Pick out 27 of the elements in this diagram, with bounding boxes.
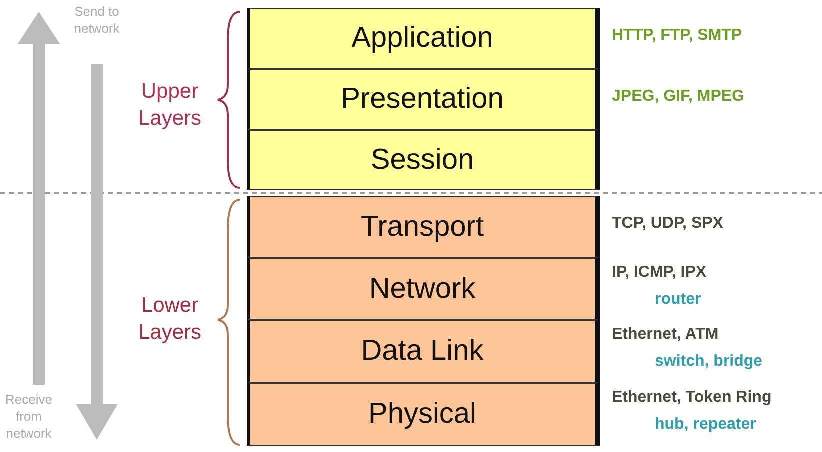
- protocol-list: IP, ICMP, IPX: [612, 264, 707, 282]
- layer-name: Data Link: [361, 335, 484, 368]
- layer-name: Physical: [368, 398, 476, 431]
- group-label: Upper Layers: [137, 79, 203, 132]
- layer-box: [247, 8, 600, 69]
- layer-name: Session: [370, 144, 474, 176]
- protocol-list: TCP, UDP, SPX: [612, 215, 724, 233]
- protocol-list: HTTP, FTP, SMTP: [612, 26, 742, 44]
- layer-name: Application: [352, 22, 494, 55]
- protocol-list: Ethernet, ATM: [612, 326, 719, 344]
- device-list: hub, repeater: [655, 416, 756, 434]
- device-list: switch, bridge: [655, 353, 763, 371]
- layer-box: [247, 383, 600, 446]
- device-list: router: [655, 291, 702, 309]
- protocol-list: Ethernet, Token Ring: [612, 389, 772, 407]
- protocol-list: JPEG, GIF, MPEG: [612, 88, 744, 106]
- layer-box: [247, 258, 600, 320]
- layer-name: Transport: [360, 210, 484, 244]
- layer-box: [247, 130, 600, 190]
- side-note: Receive from network: [4, 392, 54, 443]
- group-label: Lower Layers: [137, 293, 203, 346]
- layer-box: [247, 196, 600, 258]
- layer-name: Presentation: [341, 83, 504, 116]
- layer-box: [247, 320, 600, 383]
- layer-box: [247, 69, 600, 130]
- layer-name: Network: [369, 272, 476, 306]
- side-note: Send to network: [73, 4, 121, 38]
